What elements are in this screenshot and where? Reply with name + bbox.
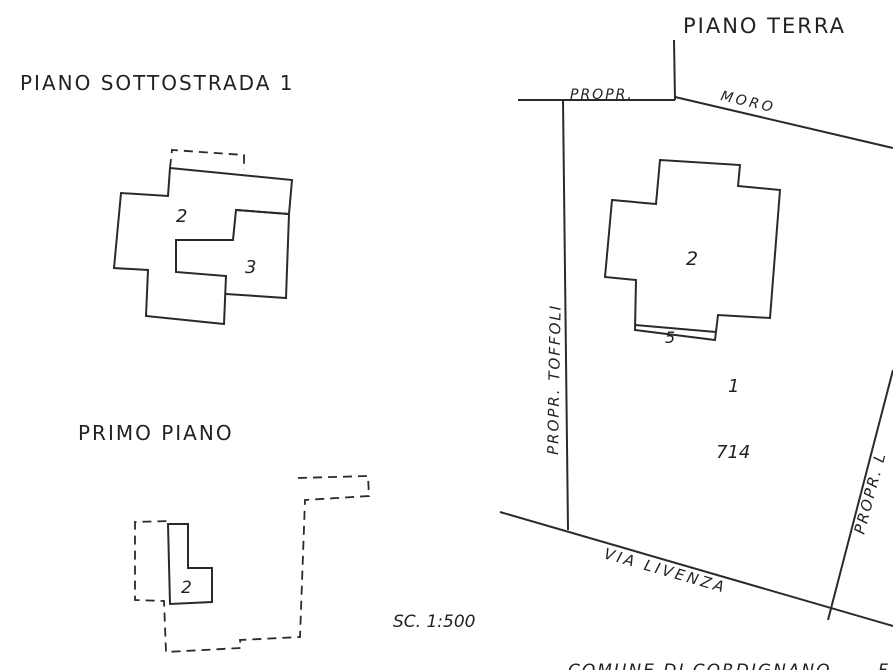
title-primo-piano: PRIMO PIANO (78, 421, 234, 445)
basement-room-3-number: 3 (245, 257, 256, 278)
basement-room-2-outline (112, 166, 294, 326)
first-floor-room-2-number: 2 (181, 578, 192, 598)
south-boundary-via-livenza (499, 511, 893, 627)
ground-floor-inner-line (634, 324, 717, 333)
basement-dashed-projection (169, 149, 245, 170)
first-floor-dashed-outline (134, 475, 370, 653)
ground-floor-building-outline (603, 158, 782, 342)
moro-label: MORO (719, 88, 777, 116)
toffoli-label: PROPR. TOFFOLI (544, 304, 565, 455)
comune-label: COMUNE DI CORDIGNANO (568, 661, 832, 670)
lot-number-1: 1 (728, 376, 739, 397)
north-boundary-moro (674, 96, 893, 149)
west-boundary-toffoli (562, 99, 569, 531)
first-floor-room-2-outline (166, 523, 213, 606)
site-plan: PROPR. MORO PROPR. TOFFOLI PROPR. L VIA … (499, 39, 893, 627)
basement-room-3-outline (225, 209, 291, 300)
scale-label: SC. 1:500 (393, 612, 475, 632)
east-boundary (827, 369, 893, 621)
parcel-number-714: 714 (716, 442, 750, 463)
title-piano-terra: PIANO TERRA (683, 14, 846, 38)
basement-room-2-number: 2 (176, 206, 187, 227)
north-propr-label: PROPR. (570, 87, 634, 103)
comune-tail-label: F (878, 661, 888, 670)
east-propr-label: PROPR. L (850, 450, 889, 536)
title-divider-line (673, 39, 676, 101)
ground-floor-room-2-number: 2 (686, 248, 698, 270)
ground-floor-sub-5-number: 5 (665, 328, 675, 347)
title-piano-sottostrada: PIANO SOTTOSTRADA 1 (20, 71, 294, 95)
via-livenza-label: VIA LIVENZA (602, 545, 729, 597)
basement-plan: 2 3 (112, 149, 294, 326)
first-floor-plan: 2 (134, 475, 370, 653)
